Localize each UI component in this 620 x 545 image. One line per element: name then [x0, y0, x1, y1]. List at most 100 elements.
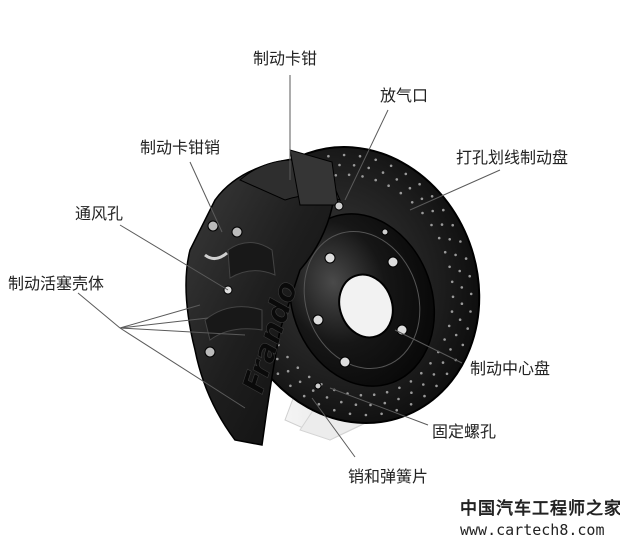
drill-hole [469, 292, 473, 296]
drill-hole [432, 373, 436, 376]
drill-hole [359, 393, 363, 397]
drill-hole [338, 163, 341, 167]
drill-hole [420, 197, 424, 201]
drill-hole [383, 401, 387, 405]
labels: 制动卡钳 放气口 打孔划线制动盘 制动卡钳销 通风孔 制动活塞壳体 制动中心盘 … [8, 49, 568, 486]
drill-hole [399, 191, 403, 195]
drill-hole [364, 413, 368, 417]
drill-hole [443, 250, 447, 254]
label-pin-and-spring: 销和弹簧片 [348, 467, 428, 486]
drill-hole [327, 154, 330, 158]
drill-hole [404, 172, 408, 176]
drill-hole [398, 386, 401, 390]
drill-hole [445, 372, 449, 376]
drill-hole [317, 402, 321, 406]
watermark: 中国汽车工程师之家 www.cartech8.com [460, 498, 620, 539]
drill-hole [387, 184, 390, 187]
drill-hole [450, 280, 454, 284]
drill-hole [448, 265, 451, 269]
drill-hole [397, 397, 400, 401]
drill-hole [461, 343, 465, 347]
drill-hole [333, 408, 336, 412]
caliper-pin [207, 220, 219, 232]
hub-bolt-hole [312, 314, 324, 326]
drill-hole [347, 173, 351, 177]
caliper-pin [231, 226, 243, 238]
hub-bolt-hole [387, 256, 399, 268]
drill-hole [296, 366, 300, 370]
drill-hole [431, 209, 435, 213]
drill-hole [430, 223, 433, 227]
watermark-name: 中国汽车工程师之家 [460, 498, 620, 519]
drill-hole [420, 371, 423, 375]
drill-hole [374, 178, 378, 182]
drill-hole [435, 384, 438, 388]
caliper-pin [204, 346, 216, 358]
drill-hole [409, 403, 413, 406]
drill-hole [443, 338, 446, 341]
label-vent-hole: 通风孔 [75, 204, 123, 223]
drill-hole [352, 164, 356, 167]
drill-hole [450, 310, 454, 313]
drill-hole [395, 408, 399, 412]
drill-hole [422, 383, 425, 386]
drill-hole [369, 403, 372, 407]
drill-hole [395, 178, 399, 181]
drill-hole [460, 286, 464, 289]
drill-hole [451, 223, 455, 227]
drill-hole [354, 403, 358, 407]
drill-hole [307, 375, 311, 379]
drill-hole [458, 269, 462, 273]
label-caliper-pin: 制动卡钳销 [140, 138, 220, 157]
hub-bolt-hole [339, 356, 351, 368]
label-bleed-valve: 放气口 [380, 86, 428, 105]
drill-hole [448, 238, 452, 241]
label-drilled-disc: 打孔划线制动盘 [456, 148, 568, 167]
drill-hole [409, 380, 413, 383]
drill-hole [389, 164, 393, 168]
drill-hole [381, 171, 385, 174]
watermark-url: www.cartech8.com [460, 521, 605, 539]
drill-hole [454, 333, 458, 337]
spring-clip [204, 251, 228, 260]
drill-hole [447, 324, 451, 328]
drill-hole [460, 302, 464, 306]
drill-hole [418, 182, 421, 186]
drill-hole [348, 412, 352, 416]
drill-hole [421, 211, 424, 215]
drill-hole [440, 223, 444, 226]
drill-hole [466, 327, 470, 330]
drill-hole [449, 348, 452, 351]
drill-hole [286, 355, 289, 359]
drill-hole [458, 318, 462, 322]
drill-hole [286, 369, 290, 373]
drill-hole [430, 195, 434, 198]
drill-hole [451, 295, 455, 299]
drill-hole [372, 393, 376, 397]
drill-hole [459, 240, 462, 243]
center-hub [288, 213, 436, 387]
drill-hole [385, 390, 389, 394]
drill-hole [408, 186, 412, 190]
label-piston-housing: 制动活塞壳体 [8, 274, 104, 293]
hub-bolt-hole [324, 252, 336, 264]
drill-hole [367, 166, 371, 170]
drill-hole [380, 412, 383, 416]
drill-hole [325, 396, 329, 399]
drill-hole [340, 400, 343, 404]
mount-bolt [314, 382, 322, 390]
drill-hole [374, 158, 378, 162]
drill-hole [342, 153, 346, 157]
drill-hole [423, 394, 426, 398]
drill-hole [276, 372, 280, 376]
drill-hole [442, 208, 445, 212]
bleed-valve-icon [334, 201, 344, 211]
drill-hole [410, 391, 413, 395]
drill-hole [429, 362, 432, 365]
drill-hole [464, 257, 468, 260]
drill-hole [454, 253, 457, 257]
label-caliper: 制动卡钳 [253, 49, 317, 68]
leader-lines [77, 75, 501, 458]
